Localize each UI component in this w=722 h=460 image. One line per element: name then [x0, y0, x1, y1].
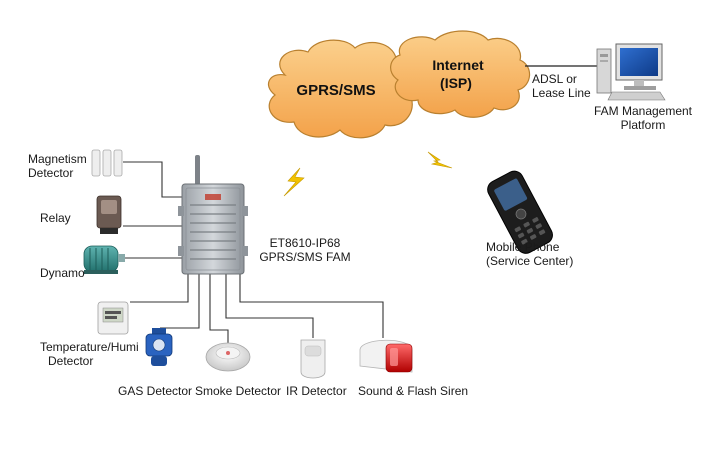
internet-label-line2: (ISP): [440, 75, 472, 91]
magnetism-detector-icon: [91, 149, 123, 177]
lightning-icon: [283, 167, 305, 197]
fam-platform-label-line1: FAM Management: [593, 104, 693, 118]
temperature-detector-icon: [97, 301, 129, 335]
gprs-sms-cloud: GPRS/SMS: [267, 39, 416, 139]
internet-label-line1: Internet: [432, 57, 484, 73]
mobile-phone-label-line1: Mobile Phone: [486, 240, 560, 254]
fam-device-icon: [178, 155, 248, 275]
relay-label: Relay: [40, 211, 71, 225]
magnetism-label-line2: Detector: [28, 166, 74, 180]
ir-detector-label: IR Detector: [286, 384, 347, 398]
ir-detector-icon: [300, 339, 326, 379]
device-label-line1: ET8610-IP68: [269, 236, 341, 250]
temperature-label-line1: Temperature/Humi: [40, 340, 139, 354]
adsl-label-line2: Lease Line: [532, 86, 591, 100]
gprs-sms-label: GPRS/SMS: [296, 82, 375, 99]
dynamo-icon: [83, 245, 125, 274]
adsl-label-line1: ADSL or: [532, 72, 577, 86]
lightning-icon: [427, 151, 453, 169]
computer-icon: [596, 43, 666, 101]
mobile-phone-label-line2: (Service Center): [486, 254, 574, 268]
siren-label: Sound & Flash Siren: [358, 384, 469, 398]
smoke-detector-label: Smoke Detector: [195, 384, 282, 398]
relay-icon: [96, 195, 122, 234]
smoke-detector-icon: [205, 342, 251, 372]
magnetism-label-line1: Magnetism: [28, 152, 87, 166]
gas-detector-icon: [145, 328, 173, 366]
dynamo-label: Dynamo: [40, 266, 85, 280]
temperature-label-line2: Detector: [48, 354, 94, 368]
gas-detector-label: GAS Detector: [118, 384, 193, 398]
fam-platform-label-line2: Platform: [620, 118, 666, 132]
mobile-phone-icon: [487, 170, 553, 254]
internet-cloud: Internet (ISP): [390, 30, 531, 118]
connector-lines: [123, 161, 384, 345]
siren-icon: [359, 339, 413, 373]
device-label-line2: GPRS/SMS FAM: [259, 250, 351, 264]
